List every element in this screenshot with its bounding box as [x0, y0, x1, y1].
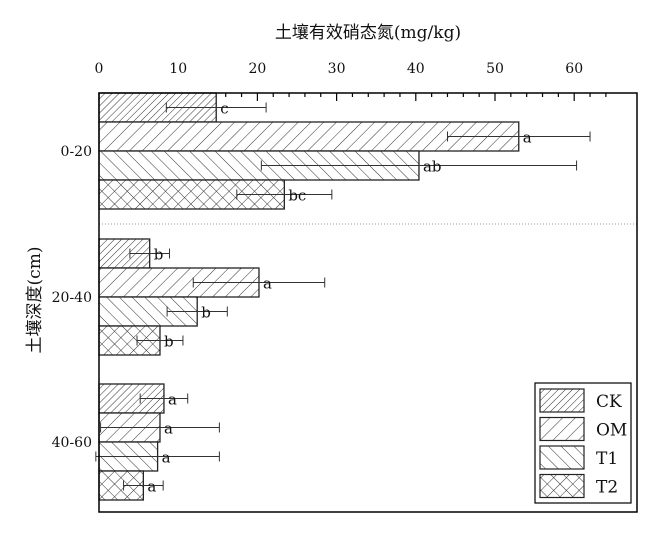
plot-frame — [98, 92, 638, 513]
x-tick-label: 50 — [486, 61, 504, 77]
legend-label: T2 — [596, 478, 618, 498]
legend-swatch-t1 — [539, 445, 585, 470]
significance-letter: ab — [423, 158, 442, 176]
significance-letter: a — [523, 129, 532, 147]
y-tick-label: 0-20 — [61, 144, 92, 160]
x-tick-label: 10 — [169, 61, 187, 77]
legend-label: T1 — [596, 449, 618, 469]
x-tick-label: 40 — [407, 61, 425, 77]
y-tick-label: 20-40 — [52, 290, 92, 306]
significance-letter: a — [162, 449, 171, 467]
x-tick-label: 30 — [328, 61, 346, 77]
significance-letter: a — [168, 391, 177, 409]
significance-letter: b — [201, 304, 211, 322]
x-tick-label: 60 — [565, 61, 583, 77]
x-tick-label: 20 — [248, 61, 266, 77]
legend-swatch-om — [539, 416, 585, 442]
legend-label: OM — [596, 421, 627, 441]
significance-letter: a — [147, 478, 156, 496]
legend-swatch-t2 — [539, 473, 585, 499]
y-tick-label: 40-60 — [52, 435, 92, 451]
significance-letter: bc — [288, 187, 306, 205]
y-axis-title: 土壤深度(cm) — [24, 247, 45, 354]
significance-letter: b — [154, 246, 164, 264]
x-axis-title: 土壤有效硝态氮(mg/kg) — [275, 22, 461, 43]
significance-letter: a — [164, 420, 173, 438]
significance-letter: a — [263, 275, 272, 293]
significance-letter: c — [220, 100, 228, 118]
legend-swatch-ck — [539, 388, 585, 413]
x-tick-label: 0 — [95, 61, 104, 77]
legend-label: CK — [596, 392, 622, 412]
significance-letter: b — [164, 333, 174, 351]
